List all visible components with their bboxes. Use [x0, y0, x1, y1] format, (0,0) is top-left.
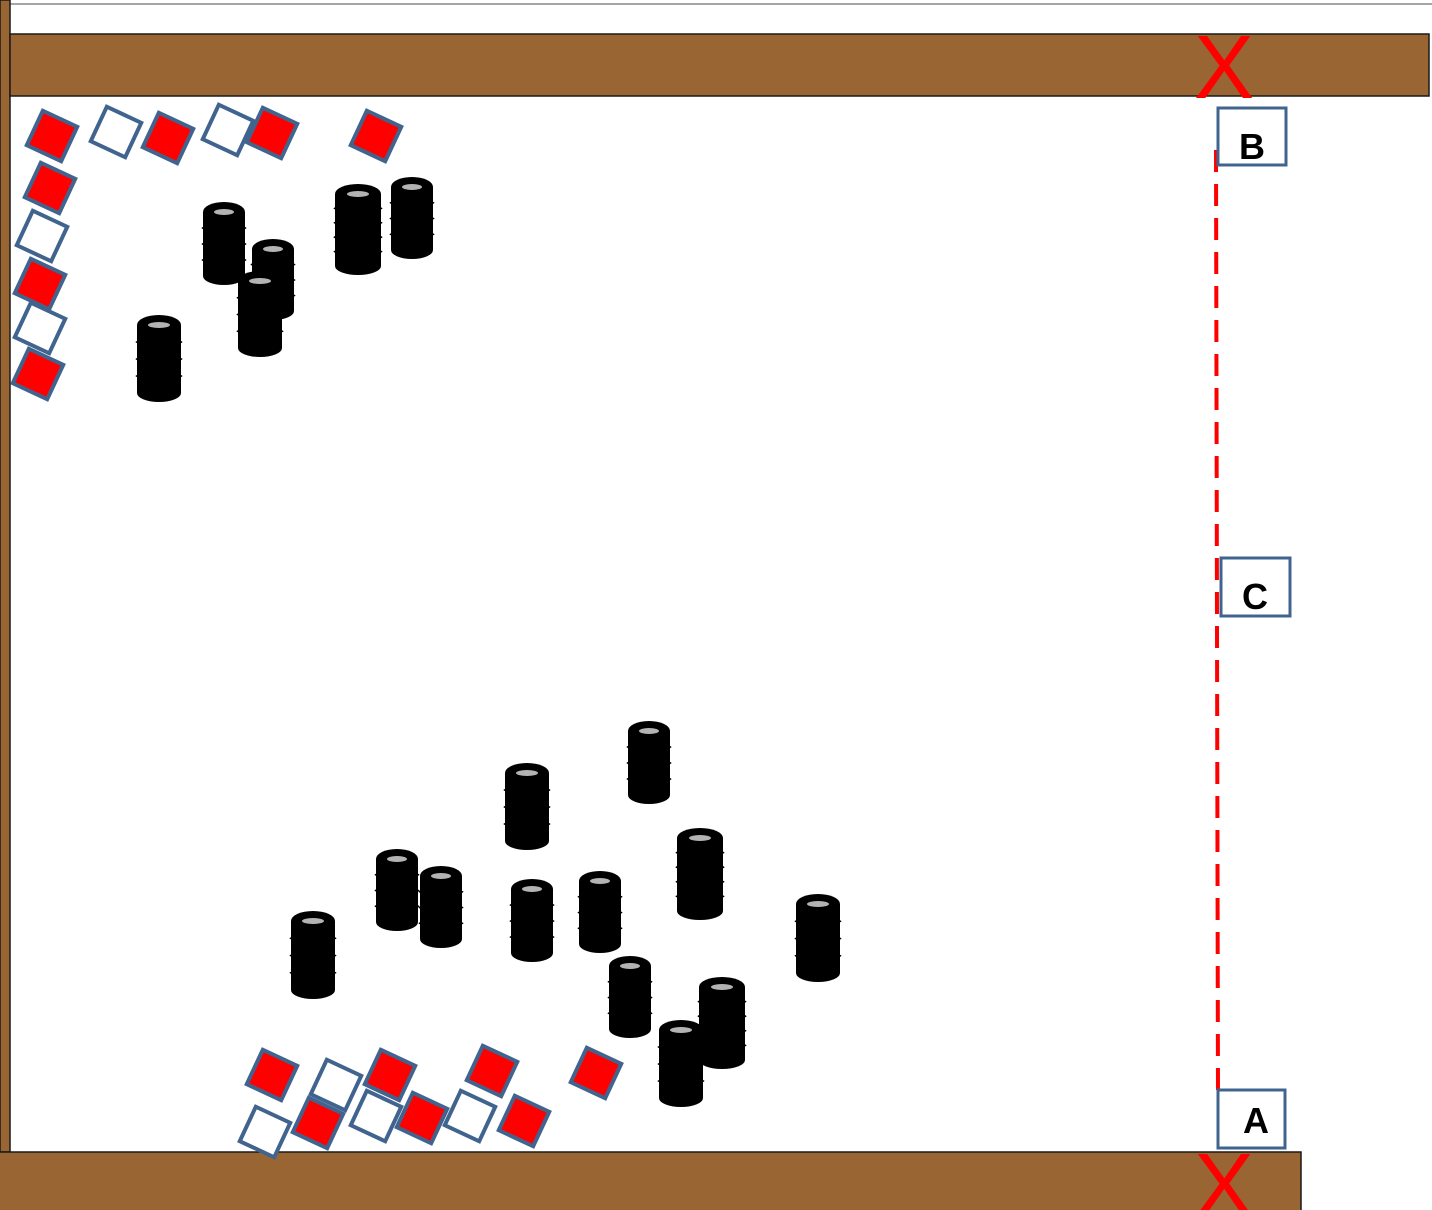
filled-box-8: [15, 259, 65, 309]
tire-stack-9: [375, 849, 420, 931]
tire-stack-17: [658, 1020, 705, 1107]
label-c-text: C: [1242, 576, 1268, 617]
tire-stack-5: [136, 315, 183, 402]
tire-stack-13: [290, 911, 337, 999]
label-b-text: B: [1239, 126, 1265, 167]
empty-box-9: [15, 303, 65, 353]
tire-stack-2: [237, 271, 284, 357]
tire-stack-12: [578, 871, 623, 953]
bottom-wall: [0, 1152, 1301, 1210]
filled-box-15: [571, 1048, 621, 1098]
empty-box-16: [240, 1107, 290, 1157]
filled-box-0: [27, 111, 77, 161]
tire-stack-14: [795, 894, 842, 982]
tire-group: [136, 177, 842, 1107]
filled-box-11: [247, 1050, 297, 1100]
filled-box-4: [247, 108, 297, 158]
filled-box-14: [467, 1046, 517, 1096]
tire-stack-7: [504, 763, 551, 850]
label-box-a: A: [1218, 1090, 1285, 1148]
tire-stack-3: [334, 184, 383, 275]
filled-box-6: [25, 163, 75, 213]
filled-box-19: [397, 1093, 447, 1143]
tire-stack-8: [676, 828, 725, 920]
tire-stack-11: [510, 879, 555, 962]
tire-stack-10: [419, 866, 464, 948]
tire-stack-6: [627, 721, 672, 804]
tire-stack-15: [608, 956, 653, 1038]
label-box-c: C: [1221, 558, 1290, 617]
top-x-marker: X: [1194, 18, 1254, 118]
box-group: [13, 105, 621, 1157]
left-wall: [0, 0, 10, 1152]
tire-stack-4: [390, 177, 435, 259]
tire-stack-16: [698, 977, 747, 1069]
empty-box-7: [17, 211, 67, 261]
dashed-path-line: [1216, 150, 1218, 1100]
filled-box-21: [499, 1096, 549, 1146]
empty-box-1: [91, 107, 141, 157]
filled-box-5: [351, 111, 401, 161]
empty-box-3: [203, 105, 253, 155]
label-a-text: A: [1243, 1100, 1269, 1141]
label-box-b: B: [1218, 108, 1286, 167]
filled-box-10: [13, 349, 63, 399]
filled-box-2: [143, 113, 193, 163]
tire-stack-0: [202, 202, 247, 285]
empty-box-20: [445, 1091, 495, 1141]
